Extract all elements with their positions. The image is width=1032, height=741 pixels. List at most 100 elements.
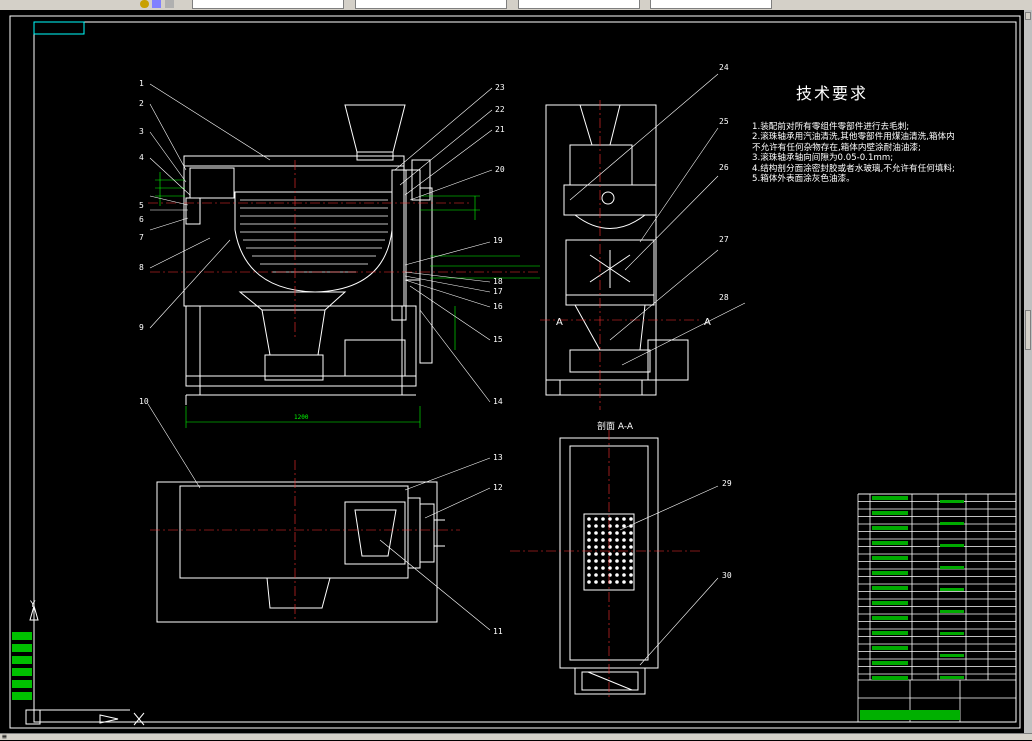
part-number: 21 [495,125,505,134]
ucs-icon [25,604,145,726]
material-cell [940,588,964,591]
command-line[interactable]: ≡ [0,732,1032,741]
section-centerlines [510,430,700,700]
screen-hole [601,573,605,577]
material-cell [940,632,964,635]
section-mark: A [704,317,711,328]
vertical-scrollbar[interactable] [1024,10,1032,735]
layer-dropdown[interactable] [192,0,344,9]
screen-hole [622,538,626,542]
screen-hole [629,580,633,584]
part-number: 19 [493,236,503,245]
material-cell [940,676,964,679]
part-number: 9 [139,323,144,332]
part-number: 7 [139,233,144,242]
section-grid [587,517,633,584]
section-mark: A [556,317,563,328]
part-number: 17 [493,287,503,296]
screen-hole [615,573,619,577]
screen-hole [601,566,605,570]
scroll-thumb[interactable] [1025,310,1031,350]
material-cell [940,522,964,525]
layer-lock-icon[interactable] [152,0,161,8]
tech-requirement-line: 不允许有任何杂物存在,箱体内壁涂耐油油漆; [752,142,921,153]
part-name-cell [872,631,908,635]
leader-lines-side [569,73,746,366]
screen-hole [587,531,591,535]
screen-hole [587,552,591,556]
screen-hole [629,559,633,563]
screen-hole [587,524,591,528]
ucs-y-label: Y [30,600,36,610]
part-name-cell [872,616,908,620]
part-number: 24 [719,63,729,72]
screen-hole [629,573,633,577]
screen-hole [622,531,626,535]
title-block [857,493,1017,723]
tech-requirement-line: 2.滚珠轴承用汽油清洗,其他零部件用煤油清洗,箱体内 [752,132,955,143]
leader-lines-front [149,83,493,403]
scroll-up-button[interactable] [1025,12,1031,20]
dimension-text: 1200 [294,414,309,421]
part-name-cell [872,661,908,665]
left-chips [12,632,32,700]
screen-hole [601,559,605,563]
part-number: 18 [493,277,503,286]
part-number: 23 [495,83,505,92]
leader-lines-top [147,403,491,631]
screen-hole [615,552,619,556]
part-name-cell [872,541,908,545]
part-number: 5 [139,201,144,210]
screen-hole [594,566,598,570]
tech-requirements-list: 1.装配前对所有零组件零部件进行去毛刺; 2.滚珠轴承用汽油清洗,其他零部件用煤… [752,122,1032,184]
part-name-cell [872,571,908,575]
screen-hole [622,573,626,577]
drawing-canvas[interactable] [0,10,1024,733]
part-name-cell [872,556,908,560]
side-view [545,104,689,396]
layer-state-icon[interactable] [140,0,149,8]
screen-hole [587,538,591,542]
screen-hole [601,545,605,549]
command-prompt-icon: ≡ [2,732,7,741]
screen-hole [622,566,626,570]
screen-hole [587,559,591,563]
linetype-dropdown[interactable] [518,0,640,9]
screen-hole [601,580,605,584]
screen-hole [629,524,633,528]
screen-hole [594,545,598,549]
screen-hole [594,559,598,563]
layer-color-icon[interactable] [165,0,174,8]
material-cell [940,500,964,503]
screen-hole [622,559,626,563]
part-number: 16 [493,302,503,311]
color-dropdown[interactable] [355,0,507,9]
part-name-cell [872,646,908,650]
material-cell [940,654,964,657]
part-number: 3 [139,127,144,136]
part-name-cell [872,586,908,590]
part-name-cell [872,601,908,605]
screen-hole [622,517,626,521]
part-number: 27 [719,235,729,244]
part-number: 15 [493,335,503,344]
front-view [183,104,433,405]
part-number: 2 [139,99,144,108]
screen-hole [594,538,598,542]
tech-requirement-line: 1.装配前对所有零组件零部件进行去毛刺; [752,122,910,132]
part-number: 26 [719,163,729,172]
screen-hole [601,517,605,521]
part-number: 8 [139,263,144,272]
screen-hole [601,538,605,542]
lineweight-dropdown[interactable] [650,0,772,9]
screen-hole [594,524,598,528]
part-number: 11 [493,627,503,636]
screen-hole [587,517,591,521]
screen-hole [601,552,605,556]
part-number: 14 [493,397,503,406]
screen-hole [622,545,626,549]
screen-hole [608,566,612,570]
part-number: 1 [139,79,144,88]
screen-hole [622,552,626,556]
tech-requirements-title: 技术要求 [796,84,869,103]
